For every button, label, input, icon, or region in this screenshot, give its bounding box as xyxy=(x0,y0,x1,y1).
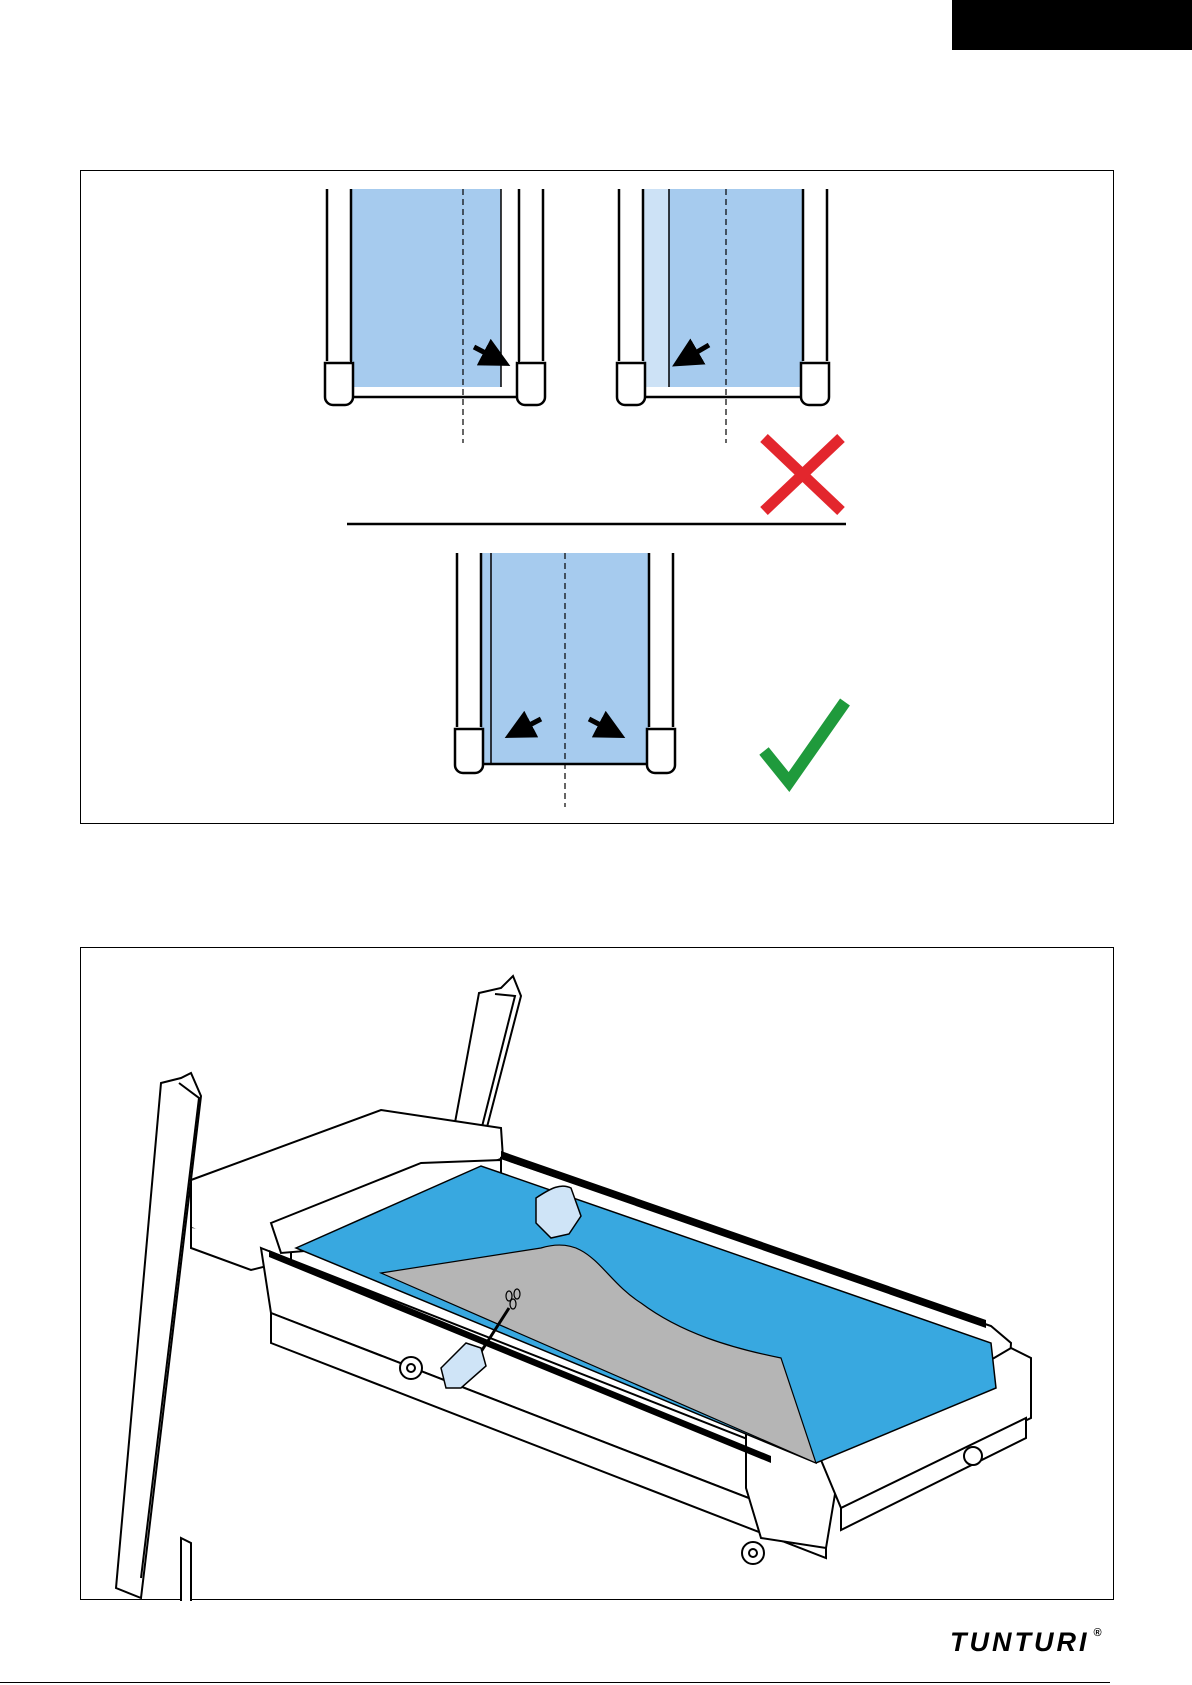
belt-aligned-center xyxy=(455,553,675,807)
belt-misaligned-left xyxy=(617,189,829,443)
language-tab-marker xyxy=(952,0,1192,50)
side-rail-right xyxy=(649,553,673,727)
side-rail-right xyxy=(803,189,827,361)
footer-rule xyxy=(0,1682,1110,1683)
side-rail-left xyxy=(457,553,481,727)
treadmill-lubrication-illustration xyxy=(81,948,1115,1601)
end-cap-left xyxy=(325,363,353,405)
end-cap-left xyxy=(617,363,645,405)
registered-trademark: ® xyxy=(1093,1627,1101,1639)
incorrect-cross-icon xyxy=(764,438,841,511)
belt-misaligned-right xyxy=(325,189,545,443)
end-cap-right xyxy=(647,729,675,773)
end-cap-left xyxy=(455,729,483,773)
side-rail-right xyxy=(519,189,543,361)
side-rail-left xyxy=(619,189,643,361)
end-cap-right xyxy=(517,363,545,405)
tunturi-logo: TUNTURI ® xyxy=(950,1625,1102,1659)
end-cap-right xyxy=(801,363,829,405)
belt-lubrication-figure xyxy=(80,947,1114,1600)
belt-alignment-illustration xyxy=(81,171,1115,825)
side-rail-left xyxy=(327,189,351,361)
belt-alignment-figure xyxy=(80,170,1114,824)
belt-surface xyxy=(351,189,501,387)
correct-check-icon xyxy=(764,702,845,782)
base-frame xyxy=(89,1538,271,1601)
brand-name: TUNTURI xyxy=(950,1625,1089,1659)
